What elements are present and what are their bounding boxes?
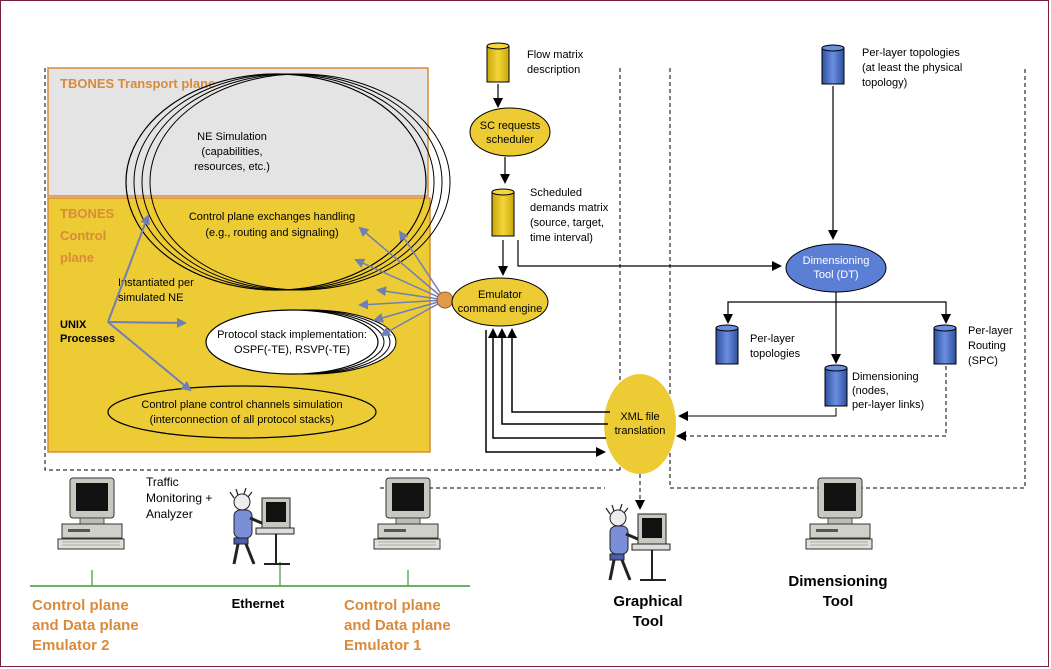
emulator2-label-1: Control plane <box>32 597 129 614</box>
emulator-engine-2: command engine <box>458 303 542 315</box>
control-exchanges-1: Control plane exchanges handling <box>189 211 355 223</box>
emulator1-label-3: Emulator 1 <box>344 637 422 654</box>
dimensioning-output-1: Dimensioning <box>852 371 919 383</box>
emulator2-label-3: Emulator 2 <box>32 637 110 654</box>
per-layer-topologies-2: topologies <box>750 348 801 360</box>
dimensioning-output-scroll <box>824 364 848 407</box>
scheduled-demands-1: Scheduled <box>530 187 582 199</box>
xml-translation-ellipse <box>604 374 676 474</box>
dt-output-arrows <box>723 292 951 364</box>
xml-translation-1: XML file <box>620 411 659 423</box>
sc-scheduler-2: scheduler <box>486 134 534 146</box>
ne-simulation-ellipse <box>125 73 427 291</box>
control-plane-title-2: Control <box>60 228 106 243</box>
engine-connector-dot <box>436 291 454 309</box>
emulator1-label-1: Control plane <box>344 597 441 614</box>
ethernet-drops <box>91 562 409 586</box>
per-layer-topologies-top-3: topology) <box>862 77 907 89</box>
control-plane-title-1: TBONES <box>60 206 115 221</box>
per-layer-routing-3: (SPC) <box>968 355 998 367</box>
scheduled-demands-3: (source, target, <box>530 217 604 229</box>
graphical-tool-label-2: Tool <box>633 613 664 630</box>
scheduled-demands-scroll <box>491 188 515 237</box>
dimensioning-tool-ellipse <box>785 243 887 293</box>
dimensioning-output-2: (nodes, <box>852 385 889 397</box>
control-channels-1: Control plane control channels simulatio… <box>141 399 342 411</box>
per-layer-routing-1: Per-layer <box>968 325 1013 337</box>
emulator1-computer <box>373 477 441 550</box>
protocol-stack-ellipse <box>205 309 379 375</box>
ne-simulation-3: resources, etc.) <box>194 161 270 173</box>
traffic-monitor-1: Traffic <box>146 475 179 489</box>
transport-plane-title: TBONES Transport plane <box>60 76 215 91</box>
dimensioning-tool-node-2: Tool (DT) <box>813 269 858 281</box>
per-layer-topologies-scroll <box>715 324 739 365</box>
emulator2-computer <box>57 477 125 550</box>
transport-plane-box <box>47 67 429 197</box>
dimensioning-tool-node-1: Dimensioning <box>803 255 870 267</box>
control-channels-ellipse <box>107 385 377 439</box>
per-layer-topologies-top-scroll <box>821 44 845 85</box>
xml-engine-arrows <box>485 328 610 457</box>
flow-matrix-1: Flow matrix <box>527 49 584 61</box>
traffic-monitor-2: Monitoring + <box>146 491 212 505</box>
engine-arrows <box>354 226 446 336</box>
traffic-analyzer-person <box>228 486 296 566</box>
sc-scheduler-ellipse <box>469 107 551 157</box>
scheduled-demands-2: demands matrix <box>530 202 609 214</box>
per-layer-routing-scroll <box>933 324 957 365</box>
per-layer-topologies-top-2: (at least the physical <box>862 62 962 74</box>
sc-scheduler-1: SC requests <box>480 120 541 132</box>
graphical-tool-person <box>604 502 672 582</box>
per-layer-topologies-top-1: Per-layer topologies <box>862 47 960 59</box>
instantiated-2: simulated NE <box>118 292 183 304</box>
dimensioning-tool-label-2: Tool <box>823 593 854 610</box>
dimensioning-tool-label-1: Dimensioning <box>788 573 887 590</box>
unix-processes-2: Processes <box>60 333 115 345</box>
per-layer-topologies-1: Per-layer <box>750 333 795 345</box>
flow-matrix-2: description <box>527 64 580 76</box>
protocol-stack-2: OSPF(-TE), RSVP(-TE) <box>234 344 350 356</box>
ne-simulation-2: (capabilities, <box>201 146 262 158</box>
scheduled-demands-4: time interval) <box>530 232 593 244</box>
protocol-stack-1: Protocol stack implementation: <box>217 329 367 341</box>
emulator-engine-1: Emulator <box>478 289 522 301</box>
unix-arrows <box>107 214 192 392</box>
instantiated-1: Instantiated per <box>118 277 194 289</box>
emulator-engine-ellipse <box>451 277 549 327</box>
per-layer-routing-2: Routing <box>968 340 1006 352</box>
control-plane-title-3: plane <box>60 250 94 265</box>
traffic-monitor-3: Analyzer <box>146 507 193 521</box>
dimensioning-computer <box>805 477 873 550</box>
emulator1-label-2: and Data plane <box>344 617 451 634</box>
dimensioning-output-3: per-layer links) <box>852 399 924 411</box>
emulator2-label-2: and Data plane <box>32 617 139 634</box>
control-channels-2: (interconnection of all protocol stacks) <box>150 414 335 426</box>
ethernet-label: Ethernet <box>232 596 285 611</box>
dt-to-xml-arrows <box>676 366 947 441</box>
ne-simulation-1: NE Simulation <box>197 131 267 143</box>
graphical-tool-label-1: Graphical <box>613 593 682 610</box>
flow-matrix-scroll <box>486 42 510 83</box>
xml-translation-2: translation <box>615 425 666 437</box>
control-exchanges-2: (e.g., routing and signaling) <box>205 227 338 239</box>
unix-processes-1: UNIX <box>60 319 87 331</box>
